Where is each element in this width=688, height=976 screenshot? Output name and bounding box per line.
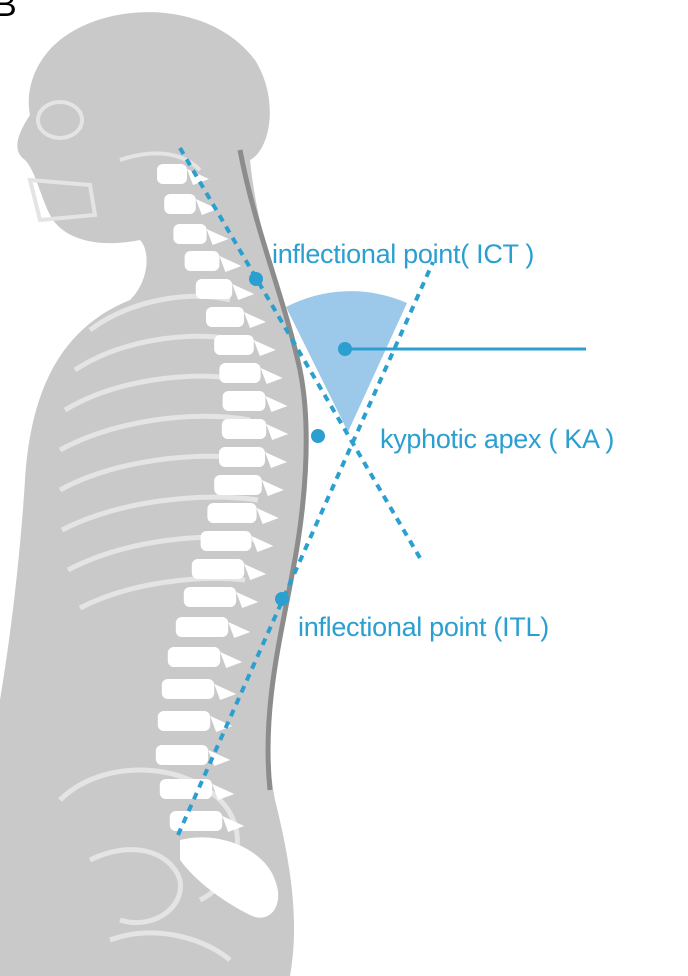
vertebra xyxy=(192,559,244,579)
vertebra xyxy=(164,194,196,214)
label-ka: kyphotic apex ( KA ) xyxy=(380,424,614,455)
vertebra xyxy=(173,224,206,244)
label-ict: inflectional point( ICT ) xyxy=(272,239,534,270)
vertebra xyxy=(184,587,236,607)
vertebra xyxy=(219,447,265,467)
vertebra xyxy=(214,335,254,355)
vertebra xyxy=(201,531,252,551)
vertebra xyxy=(214,475,262,495)
vertebra xyxy=(206,307,244,327)
vertebra xyxy=(156,745,208,765)
vertebra xyxy=(222,419,266,439)
angle-point xyxy=(338,342,352,356)
vertebra xyxy=(207,503,256,523)
vertebra xyxy=(219,363,260,383)
vertebra xyxy=(223,391,266,411)
label-itl: inflectional point (ITL) xyxy=(298,612,549,643)
vertebra xyxy=(158,711,210,731)
ict-point xyxy=(249,272,263,286)
vertebra xyxy=(157,164,187,184)
vertebra xyxy=(168,647,220,667)
itl-point xyxy=(275,592,289,606)
ka-point xyxy=(311,429,325,443)
vertebra xyxy=(176,617,228,637)
vertebra xyxy=(162,679,214,699)
body-silhouette xyxy=(0,12,305,976)
vertebra xyxy=(185,251,220,271)
vertebra xyxy=(160,779,212,799)
vertebra xyxy=(196,279,232,299)
vertebra xyxy=(170,811,222,831)
